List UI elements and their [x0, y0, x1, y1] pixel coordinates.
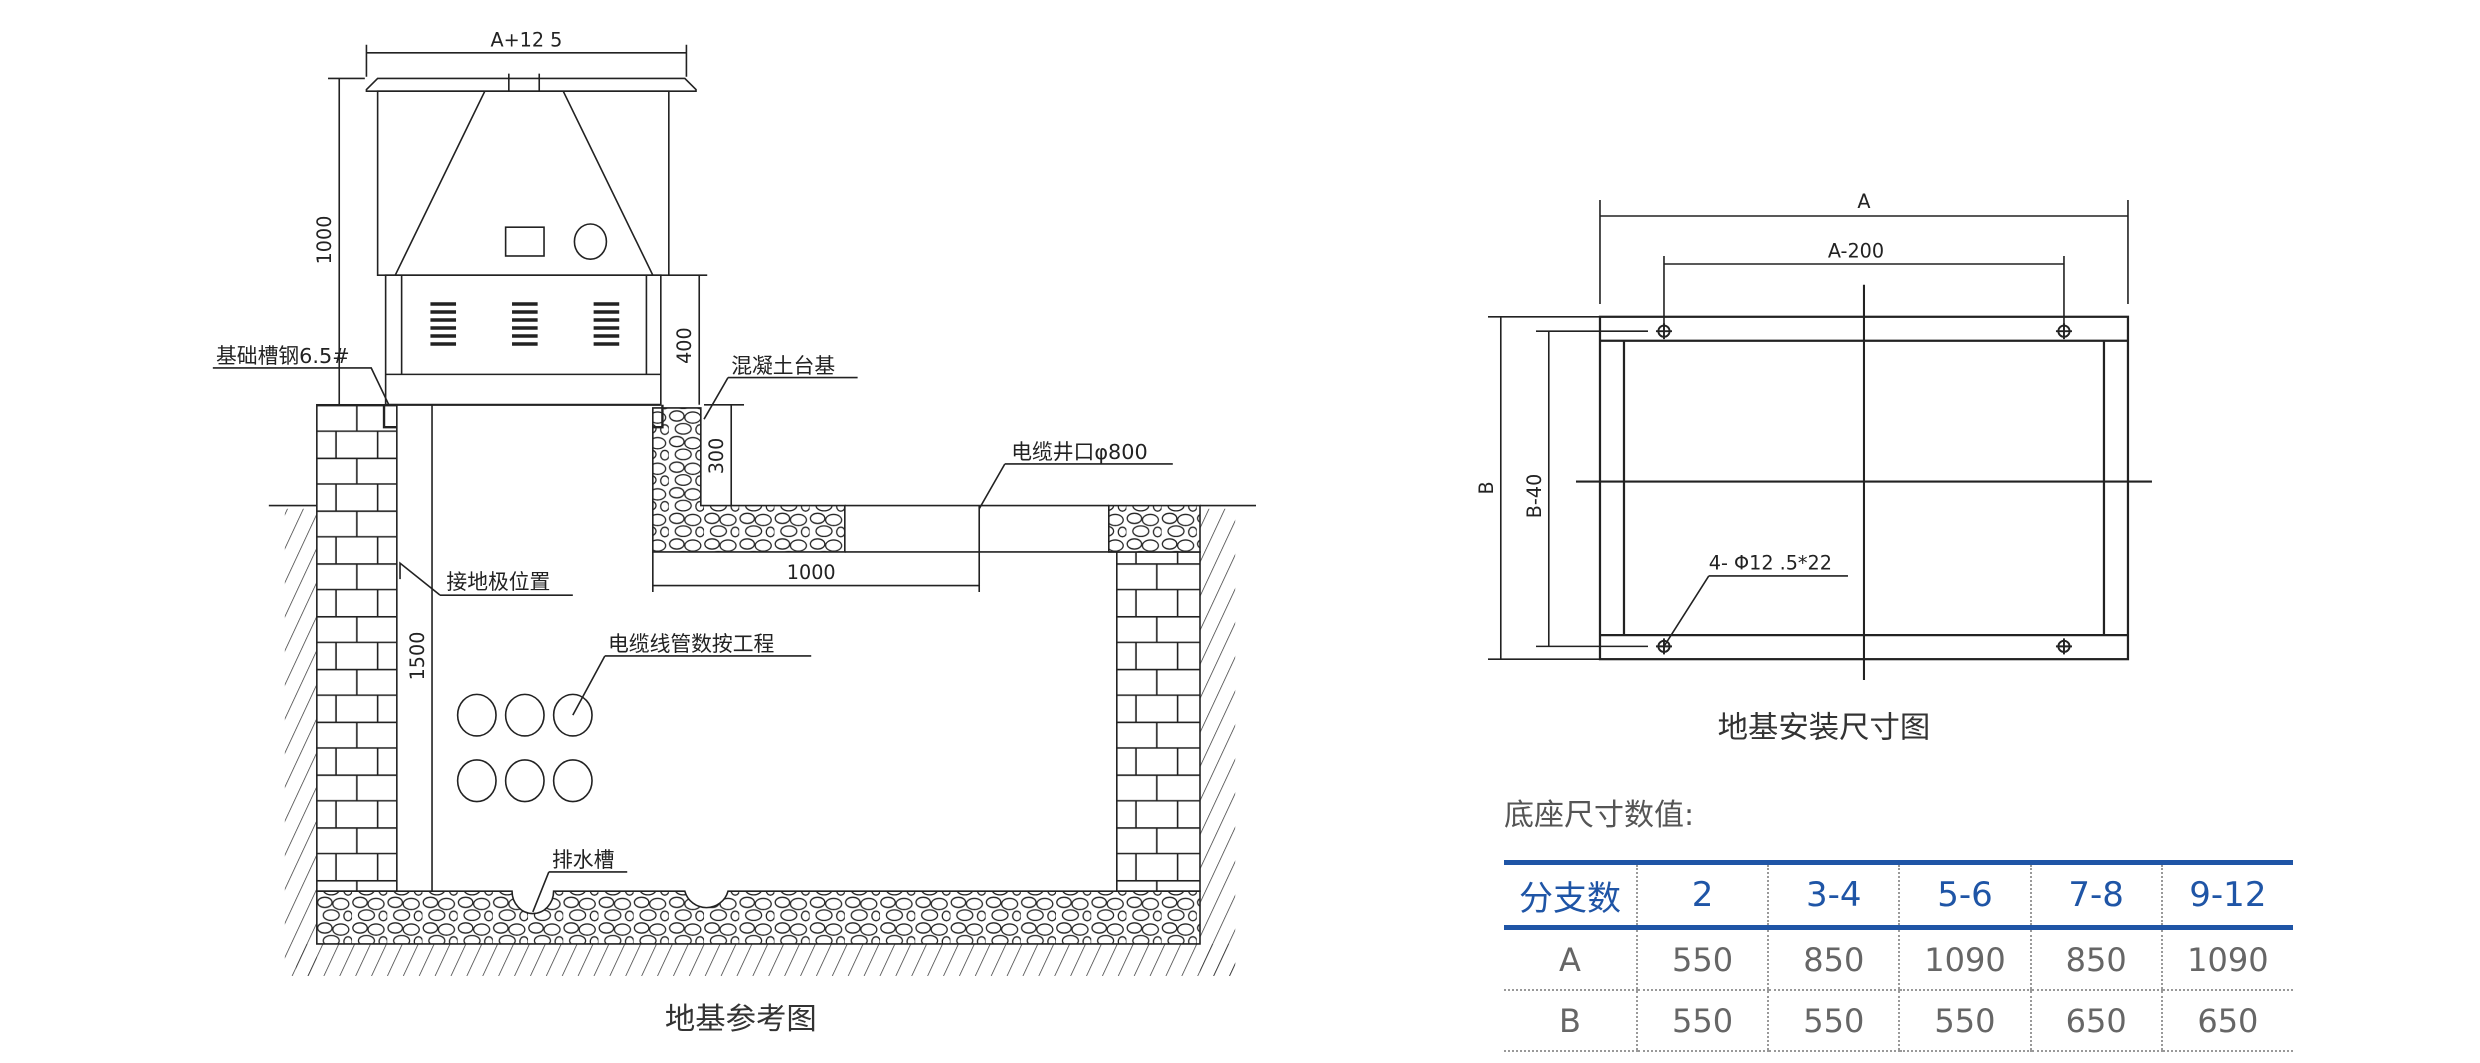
- table-cell: 850: [1767, 927, 1900, 991]
- label-concrete-base: 混凝土台基: [731, 354, 835, 378]
- installation-dimension-drawing: [1487, 199, 2152, 680]
- dim-top-width: A+12 5: [490, 28, 562, 51]
- dim-a-minus-200: A-200: [1828, 240, 1884, 263]
- dim-height-400: 400: [673, 327, 696, 364]
- header-cell: 7-8: [2029, 860, 2162, 930]
- cabinet-roof: [365, 77, 697, 92]
- dim-a: A: [1857, 190, 1870, 213]
- soil-hatch-bottom: [296, 943, 1236, 976]
- header-cell: 分支数: [1504, 860, 1637, 930]
- base-dimension-table: 分支数 2 3-4 5-6 7-8 9-12 A 550 850 1090 85…: [1504, 860, 2293, 1052]
- label-cable-well: 电缆井口φ800: [1011, 440, 1148, 464]
- vent-slats: [430, 302, 620, 346]
- table-caption: 底座尺寸数值:: [1504, 798, 1695, 833]
- header-cell: 5-6: [1898, 860, 2031, 930]
- dim-height-1000: 1000: [313, 216, 336, 265]
- cabinet-lock-icon: [573, 223, 608, 260]
- table-cell: 1090: [1898, 927, 2031, 991]
- table-cell: A: [1504, 927, 1637, 991]
- conduit-circles: [456, 693, 593, 803]
- label-drain: 排水槽: [552, 848, 614, 872]
- brick-wall-right: [1116, 551, 1201, 892]
- dim-b-minus-40: B-40: [1523, 474, 1546, 519]
- dim-holes: 4- Φ12 .5*22: [1709, 552, 1832, 575]
- dim-width-1000: 1000: [787, 561, 836, 584]
- label-conduits: 电缆线管数按工程: [608, 632, 774, 656]
- concrete-slab-right: [1108, 504, 1201, 553]
- table-cell: 850: [2029, 927, 2162, 991]
- dim-depth-1500: 1500: [406, 632, 429, 681]
- table-cell: 550: [1898, 990, 2031, 1052]
- table-cell: 550: [1767, 990, 1900, 1052]
- dim-b: B: [1475, 481, 1498, 494]
- label-channel-steel: 基础槽钢6.5#: [216, 344, 350, 368]
- table-row: B 550 550 550 650 650: [1504, 990, 2293, 1052]
- cabinet-lower-body: [384, 274, 662, 406]
- table-cell: B: [1504, 990, 1637, 1052]
- soil-hatch-right: [1200, 508, 1236, 976]
- left-caption: 地基参考图: [665, 1002, 817, 1037]
- concrete-base: [652, 407, 846, 553]
- pit-floor-concrete: [316, 890, 1201, 945]
- soil-hatch-left: [284, 508, 317, 976]
- table-header-row: 分支数 2 3-4 5-6 7-8 9-12: [1504, 860, 2293, 930]
- header-cell: 3-4: [1767, 860, 1900, 930]
- foundation-reference-drawing: [212, 44, 1256, 976]
- table-row: A 550 850 1090 850 1090: [1504, 927, 2293, 991]
- label-ground-electrode: 接地极位置: [446, 570, 550, 594]
- header-cell: 9-12: [2160, 860, 2293, 930]
- cabinet-upper-body: [376, 90, 670, 276]
- table-cell: 1090: [2160, 927, 2293, 991]
- left-drawing-text: A+12 5 1000 400 300 1500 1000 基础槽钢6.5# 混…: [216, 28, 1148, 1036]
- header-cell: 2: [1635, 860, 1769, 930]
- right-caption: 地基安装尺寸图: [1718, 711, 1931, 746]
- table-cell: 550: [1635, 990, 1769, 1052]
- brick-wall-left: [316, 403, 398, 892]
- table-cell: 550: [1635, 927, 1769, 991]
- table-cell: 650: [2160, 990, 2293, 1052]
- table-cell: 650: [2029, 990, 2162, 1052]
- right-drawing-text: A A-200 B B-40 4- Φ12 .5*22 地基安装尺寸图: [1475, 190, 1930, 746]
- dim-height-300: 300: [705, 438, 728, 475]
- cabinet-window: [504, 226, 545, 257]
